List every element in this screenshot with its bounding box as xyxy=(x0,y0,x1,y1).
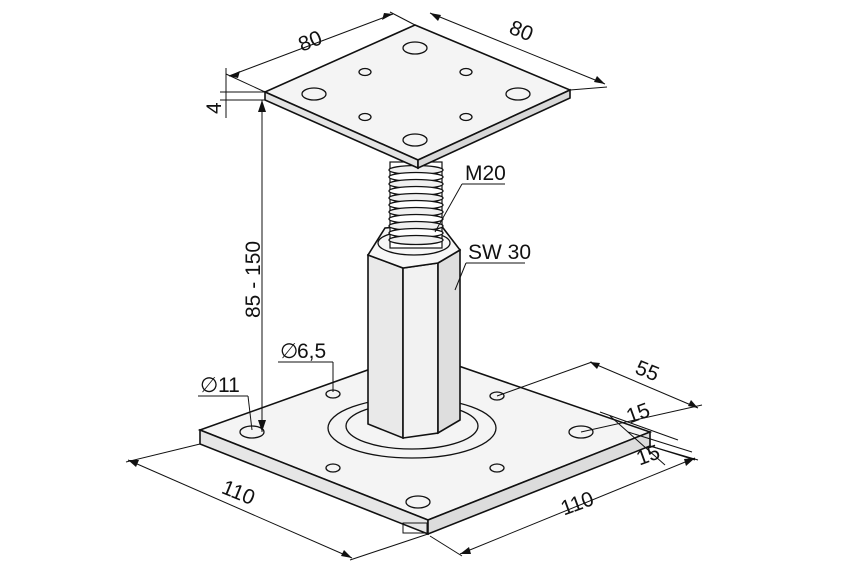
base-hole-large xyxy=(405,495,431,509)
top-hole-small xyxy=(459,67,473,77)
dimension-lines xyxy=(125,11,703,561)
top-hole-large xyxy=(301,87,327,101)
thread-turn xyxy=(388,234,444,246)
hex-column xyxy=(366,223,462,440)
dim-top-thickness: 4 xyxy=(203,102,226,114)
base-hole-small xyxy=(489,391,505,401)
diameter-symbol: ∅ xyxy=(280,340,298,363)
dim-base-width: 110 xyxy=(218,476,258,510)
top-hole-small xyxy=(358,67,372,77)
diameter-symbol: ∅ xyxy=(200,374,218,397)
dim-small-hole-value: 6,5 xyxy=(297,340,326,363)
dim-small-hole: ∅ 6,5 xyxy=(280,340,326,363)
dim-top-depth: 80 xyxy=(506,16,536,46)
base-hole-small xyxy=(325,463,341,473)
dim-thread: M20 xyxy=(465,162,506,185)
dim-height-range: 85 - 150 xyxy=(242,241,265,318)
dim-top-width: 80 xyxy=(295,26,325,56)
dimension-arrows xyxy=(128,13,698,558)
top-hole-small xyxy=(459,112,473,122)
top-hole-large xyxy=(402,41,428,55)
top-hole-large xyxy=(505,87,531,101)
top-plate xyxy=(263,24,572,170)
top-hole-large xyxy=(402,133,428,147)
base-plate xyxy=(197,351,653,536)
base-hole-small xyxy=(489,463,505,473)
dim-large-hole: ∅ 11 xyxy=(200,374,240,397)
top-plate-holes xyxy=(301,41,531,147)
thread-turns xyxy=(388,164,444,246)
dim-base-depth: 110 xyxy=(558,487,597,520)
threaded-rod xyxy=(388,161,444,249)
dim-large-hole-value: 11 xyxy=(218,374,240,397)
dim-wrench: SW 30 xyxy=(468,241,531,264)
top-hole-small xyxy=(358,112,372,122)
base-hole-large xyxy=(568,425,594,439)
